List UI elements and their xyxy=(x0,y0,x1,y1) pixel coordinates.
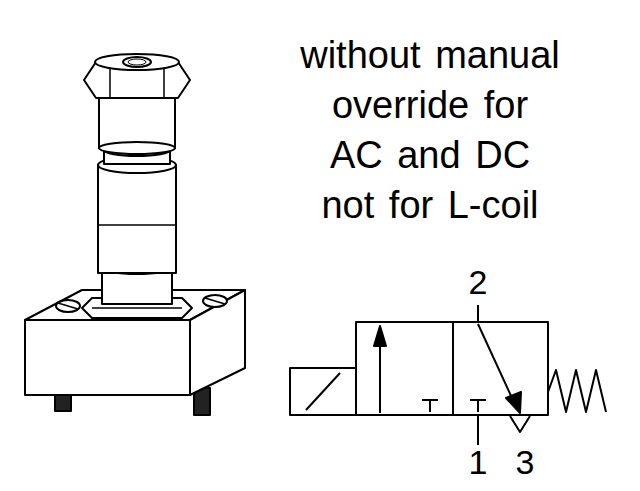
port-number: 2 xyxy=(469,263,488,301)
solenoid-actuator xyxy=(290,368,356,415)
solenoid-valve-illustration xyxy=(25,54,245,415)
port-number: 3 xyxy=(516,443,535,481)
note-text: without manual override for AC and DC no… xyxy=(300,30,560,230)
port-number: 1 xyxy=(469,443,488,481)
valve-symbol xyxy=(290,305,606,445)
